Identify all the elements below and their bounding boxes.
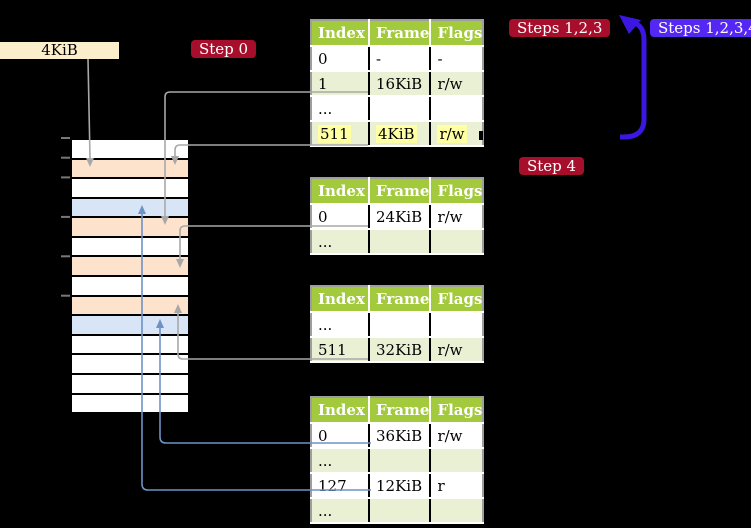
- table-cell: [430, 96, 484, 122]
- table-cell: ...: [311, 229, 370, 255]
- highlighted-value: 4KiB: [376, 124, 417, 143]
- column-header: Index: [311, 178, 370, 205]
- table-cell: 0: [311, 204, 370, 230]
- table-cell: 32KiB: [369, 337, 432, 363]
- memory-frame-peach: [72, 294, 188, 315]
- memory-frame-white: [72, 392, 188, 413]
- table-cell: [430, 498, 484, 524]
- column-header: Flags: [430, 397, 484, 424]
- table-cell: -: [369, 46, 432, 72]
- memory-frame-peach: [72, 255, 188, 276]
- highlighted-value: 511: [318, 124, 351, 143]
- table-cell: 4KiB: [369, 121, 432, 147]
- steps1234-label: Steps 1,2,3,4: [650, 19, 751, 37]
- column-header: Frame: [369, 178, 432, 205]
- step0-label: Step 0: [191, 40, 257, 58]
- table-cell: 24KiB: [369, 204, 432, 230]
- steps-loop-arrowhead: [619, 15, 641, 34]
- table-cell: [430, 229, 484, 255]
- table-cell: ...: [311, 498, 370, 524]
- memory-frame-white: [72, 140, 188, 158]
- table-cell: [430, 312, 484, 338]
- table-row: ...: [311, 448, 484, 474]
- table-row: 0--: [311, 46, 484, 72]
- memory-frame-white: [72, 235, 188, 256]
- table-cell: r: [430, 473, 484, 499]
- table-cell: [369, 229, 432, 255]
- table-cell: 511: [311, 337, 370, 363]
- column-header: Index: [311, 286, 370, 313]
- column-header: Frame: [369, 20, 432, 47]
- table-cell: [430, 448, 484, 474]
- column-header: Index: [311, 20, 370, 47]
- table-cell: [369, 312, 432, 338]
- table-cell: -: [430, 46, 484, 72]
- column-header: Index: [311, 397, 370, 424]
- memory-frame-white: [72, 333, 188, 354]
- column-header: Frame: [369, 397, 432, 424]
- table-cell: 0: [311, 46, 370, 72]
- table-cell: [369, 498, 432, 524]
- table-cell: r/w: [430, 337, 484, 363]
- table-cell: 16KiB: [369, 71, 432, 97]
- table-row: ...: [311, 229, 484, 255]
- table-cell: r/w: [430, 121, 484, 147]
- memory-frame-white: [72, 372, 188, 393]
- memory-frame-white: [72, 177, 188, 197]
- column-header: Frame: [369, 286, 432, 313]
- memory-frame-white: [72, 353, 188, 373]
- table-cell: r/w: [430, 71, 484, 97]
- table-cell: ...: [311, 448, 370, 474]
- table-cell: [369, 448, 432, 474]
- table-cell: 127: [311, 473, 370, 499]
- table-cell: 36KiB: [369, 423, 432, 449]
- column-header: Flags: [430, 20, 484, 47]
- memory-column: [70, 138, 190, 414]
- steps123-label: Steps 1,2,3: [509, 19, 611, 37]
- table-row: 511 4KiB r/w: [311, 121, 484, 147]
- memory-frame-blue: [72, 314, 188, 334]
- memory-frame-peach: [72, 157, 188, 178]
- table-row: ...: [311, 312, 484, 338]
- memory-tick-marks: [61, 137, 70, 297]
- table-cell: 12KiB: [369, 473, 432, 499]
- memory-frame-blue: [72, 196, 188, 217]
- step4-label: Step 4: [519, 157, 585, 175]
- table-cell: r/w: [430, 423, 484, 449]
- table-row: ...: [311, 96, 484, 122]
- table-cell: r/w: [430, 204, 484, 230]
- memory-frame-white: [72, 275, 188, 295]
- column-header: Flags: [430, 178, 484, 205]
- table-cell: 0: [311, 423, 370, 449]
- table-row: ...: [311, 498, 484, 524]
- table-cell: 511: [311, 121, 370, 147]
- column-header: Flags: [430, 286, 484, 313]
- table-cell: [369, 96, 432, 122]
- table-cell: ...: [311, 312, 370, 338]
- memory-frame-peach: [72, 216, 188, 236]
- table-cell: ...: [311, 96, 370, 122]
- table-cell: 1: [311, 71, 370, 97]
- highlighted-value: r/w: [437, 124, 467, 143]
- steps-loop-arrow: [620, 20, 647, 140]
- page-size-box: 4KiB: [0, 42, 119, 59]
